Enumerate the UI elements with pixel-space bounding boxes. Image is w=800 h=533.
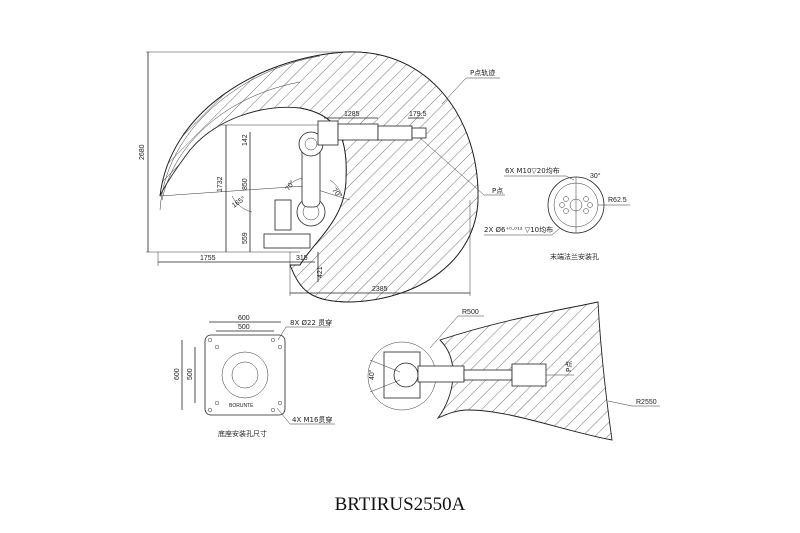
flange-detail: 6X M10▽20均布 30° R62.5 2X Ø6⁺⁰·⁰¹² ▽10均布 …: [484, 166, 630, 261]
top-p-label: P点: [565, 361, 573, 372]
flange-label: 末端法兰安装孔: [550, 252, 599, 261]
dim-500-h-label: 500: [238, 324, 250, 331]
mount-hole: [277, 344, 283, 350]
mount-hole: [207, 407, 213, 413]
dim-1285-label: 1285: [344, 111, 360, 118]
dim-500-v-label: 500: [187, 368, 194, 380]
angle-line-b: [369, 379, 401, 393]
elbow-housing: [317, 120, 339, 146]
reach-line: [159, 185, 306, 197]
inner-reach-arc: [299, 107, 347, 266]
top-wrist: [511, 363, 547, 387]
top-radius-large: R2550: [636, 399, 657, 406]
angle-70b-label: 70°: [330, 186, 343, 199]
flange-end: [411, 127, 427, 139]
outer-reach-arc: [159, 51, 479, 303]
dim-850-label: 850: [242, 178, 249, 190]
angle-70b-arc: [329, 179, 343, 197]
p-point-leader: [419, 137, 485, 196]
motor-housing: [274, 199, 292, 231]
top-view: 40° P点 R500 R2550: [367, 301, 660, 441]
base-plate: [204, 334, 286, 416]
threads-leader: [276, 407, 291, 425]
flange-top-leader-2: [565, 175, 575, 181]
dim-1732-label: 1732: [217, 176, 224, 192]
top-turret: [393, 362, 419, 388]
top-radius-small: R500: [462, 309, 479, 316]
reach-arc-3: [161, 81, 301, 201]
dim-315-label: 315: [296, 255, 308, 262]
trajectory-leader: [441, 77, 467, 105]
mount-hole: [277, 400, 283, 406]
flange-radius: R62.5: [608, 197, 627, 204]
forearm: [337, 123, 379, 141]
base-callout-threads: 4X M16贯穿: [292, 415, 332, 424]
base-ring-inner: [231, 361, 259, 389]
top-arm: [417, 365, 465, 383]
top-angle: 40°: [368, 369, 376, 380]
reach-arc-2: [159, 55, 321, 211]
dim-2385-label: 2385: [372, 286, 388, 293]
mount-hole: [207, 337, 213, 343]
base-plate-view: BORUNTE 600 500 600 500 8X Ø22 贯穿 4X M16…: [174, 315, 335, 438]
model-title: BRTIRUS2550A: [335, 494, 466, 515]
dim-600-h-label: 600: [238, 315, 250, 322]
flange-hole: [563, 208, 569, 214]
mount-hole: [270, 337, 276, 343]
r2550-leader: [607, 400, 633, 407]
dim-1755-label: 1755: [200, 255, 216, 262]
dim-142-label: 142: [242, 134, 249, 146]
dim-179-5-label: 179.5: [409, 111, 427, 118]
flange-hole: [563, 196, 569, 202]
flange-bottom-leader-2: [551, 227, 561, 236]
mount-hole: [270, 407, 276, 413]
angle-70a-arc: [287, 177, 303, 187]
flange-callout-top: 6X M10▽20均布: [505, 166, 560, 175]
top-forearm: [463, 369, 513, 381]
side-view: P点轨迹 P点 2680 1732 142 850 559 165° 70° 7…: [139, 51, 505, 303]
flange-hole: [587, 202, 593, 208]
flange-hole: [583, 208, 589, 214]
holes-leader: [277, 326, 287, 341]
angle-line-a: [369, 359, 401, 373]
wrist: [377, 125, 413, 141]
mount-hole: [214, 400, 220, 406]
r500-leader: [429, 315, 459, 349]
dim-421-label: 421: [317, 266, 324, 278]
base-callout-holes: 8X Ø22 贯穿: [290, 318, 332, 327]
robot-arm: [263, 120, 427, 249]
flange-angle: 30°: [590, 172, 601, 180]
dim-559-label: 559: [242, 232, 249, 244]
flange-callout-bottom: 2X Ø6⁺⁰·⁰¹² ▽10均布: [484, 225, 553, 234]
base-ring-outer: [221, 351, 269, 399]
upper-joint-inner: [304, 137, 318, 151]
base-logo: BORUNTE: [229, 403, 254, 409]
dim-600-v-label: 600: [174, 368, 181, 380]
angle-165-label: 165°: [230, 195, 247, 210]
p-point-label: P点: [492, 187, 503, 195]
mount-hole: [214, 344, 220, 350]
robot-base: [263, 233, 311, 249]
trajectory-label: P点轨迹: [470, 68, 495, 77]
angle-165-arc: [231, 195, 253, 213]
flange-hole: [583, 196, 589, 202]
dim-2680-label: 2680: [139, 144, 146, 160]
flange-hole: [559, 202, 565, 208]
base-label: 底座安装孔尺寸: [218, 429, 267, 438]
